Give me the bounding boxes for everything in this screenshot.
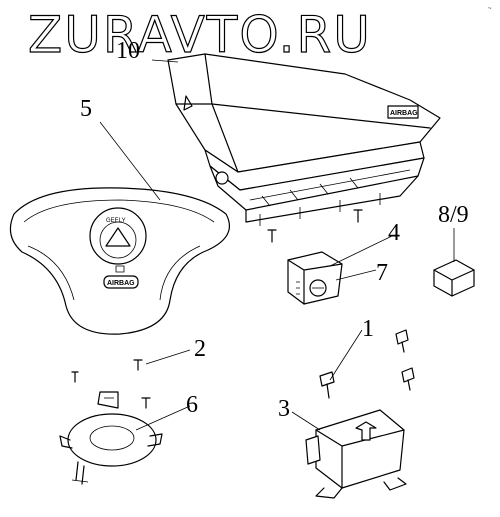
callout-6: 6	[186, 392, 198, 418]
airbag-sensor-unit	[305, 409, 407, 499]
callout-10: 10	[116, 38, 140, 64]
clock-spring	[59, 391, 163, 485]
airbag-control-module	[287, 251, 343, 305]
connector-block	[433, 259, 475, 297]
callout-4: 4	[388, 220, 400, 246]
svg-text:AIRBAG: AIRBAG	[107, 280, 135, 287]
callout-5: 5	[80, 96, 92, 122]
airbag-badge	[103, 275, 139, 289]
callout-8-9: 8/9	[438, 202, 469, 228]
callout-2: 2	[194, 336, 206, 362]
callout-7: 7	[376, 260, 388, 286]
callout-3: 3	[278, 396, 290, 422]
passenger-airbag-label	[387, 105, 419, 119]
mounting-bolts	[267, 209, 415, 399]
leader-lines	[99, 59, 455, 431]
passenger-airbag-module: AIRBAG	[167, 53, 441, 226]
geely-emblem	[89, 207, 147, 265]
cover-screws	[71, 359, 151, 409]
steering-wheel-airbag-cover: GEELY AIRBAG	[9, 187, 230, 335]
svg-text:AIRBAG: AIRBAG	[390, 110, 418, 117]
callout-1: 1	[362, 316, 374, 342]
corner-mark: ~	[488, 6, 492, 12]
svg-text:GEELY: GEELY	[106, 218, 126, 224]
